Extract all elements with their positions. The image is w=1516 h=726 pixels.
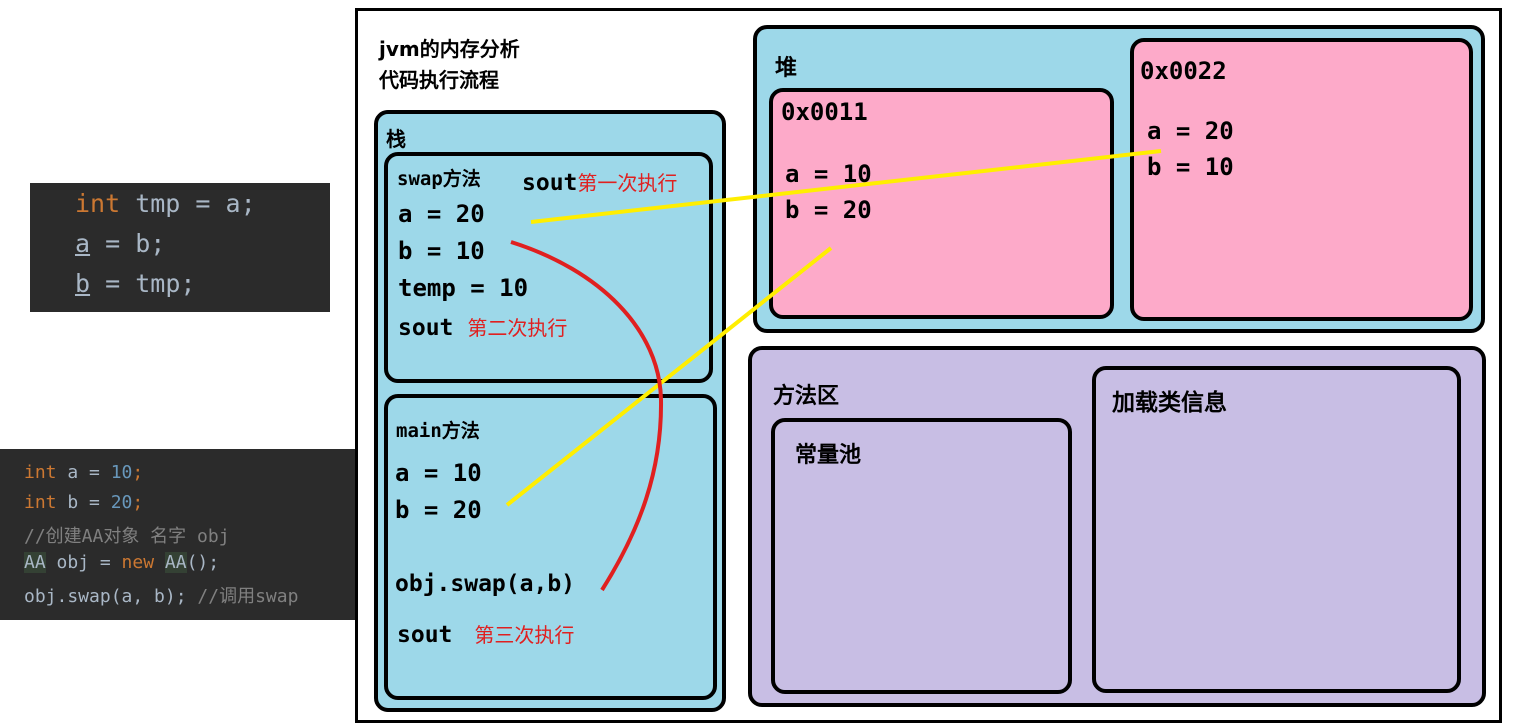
execution-flow-curve [510, 240, 664, 592]
diagram-subtitle: 代码执行流程 [379, 68, 499, 92]
constant-pool-label: 常量池 [795, 443, 862, 468]
code-line: int tmp = a; [75, 189, 256, 218]
object-address-0x0022: 0x0022 [1140, 57, 1227, 85]
heap-object-0x0011 [769, 88, 1114, 319]
pointer-line-main-to-0x0011 [505, 246, 833, 507]
swap-var-temp: temp = 10 [398, 274, 529, 302]
swap-var-a: a = 20 [398, 200, 485, 228]
diagram-title: jvm的内存分析 [379, 37, 520, 61]
code-line: obj.swap(a, b); //调用swap [24, 586, 299, 607]
class-info-label: 加载类信息 [1112, 390, 1227, 416]
swap-stack-frame [384, 152, 713, 383]
pointer-line-swap-to-0x0022 [530, 149, 1162, 224]
annotation-first-execution: 第一次执行 [577, 171, 678, 195]
main-var-a: a = 10 [395, 459, 482, 487]
method-area-label: 方法区 [773, 384, 840, 409]
object1-field-b: b = 20 [785, 196, 872, 224]
code-line: int a = 10; [24, 462, 144, 483]
code-comment: //创建AA对象 名字 obj [24, 526, 230, 547]
object2-field-a: a = 20 [1147, 117, 1234, 145]
annotation-second-execution: 第二次执行 [467, 316, 568, 340]
object-address-0x0011: 0x0011 [781, 98, 868, 126]
main-swap-call: obj.swap(a,b) [395, 571, 576, 597]
main-code-snippet: int a = 10; int b = 20; //创建AA对象 名字 obj … [0, 449, 361, 620]
stack-label: 栈 [386, 127, 406, 151]
class-info [1092, 366, 1461, 693]
annotation-third-execution: 第三次执行 [474, 623, 575, 647]
heap-label: 堆 [775, 56, 798, 81]
object2-field-b: b = 10 [1147, 153, 1234, 181]
code-line: a = b; [75, 229, 166, 258]
swap-code-snippet: int tmp = a; a = b; b = tmp; [30, 183, 330, 312]
code-line: int b = 20; [24, 492, 144, 513]
constant-pool [771, 418, 1072, 694]
code-line: b = tmp; [75, 269, 196, 298]
main-frame-label: main方法 [396, 420, 480, 442]
main-stack-frame [384, 394, 717, 700]
swap-frame-label: swap方法 [397, 168, 481, 190]
code-line: AA obj = new AA(); [24, 552, 220, 573]
heap-object-0x0022 [1130, 38, 1473, 321]
swap-sout-first: sout第一次执行 [522, 170, 678, 196]
main-var-b: b = 20 [395, 496, 482, 524]
swap-var-b: b = 10 [398, 237, 485, 265]
